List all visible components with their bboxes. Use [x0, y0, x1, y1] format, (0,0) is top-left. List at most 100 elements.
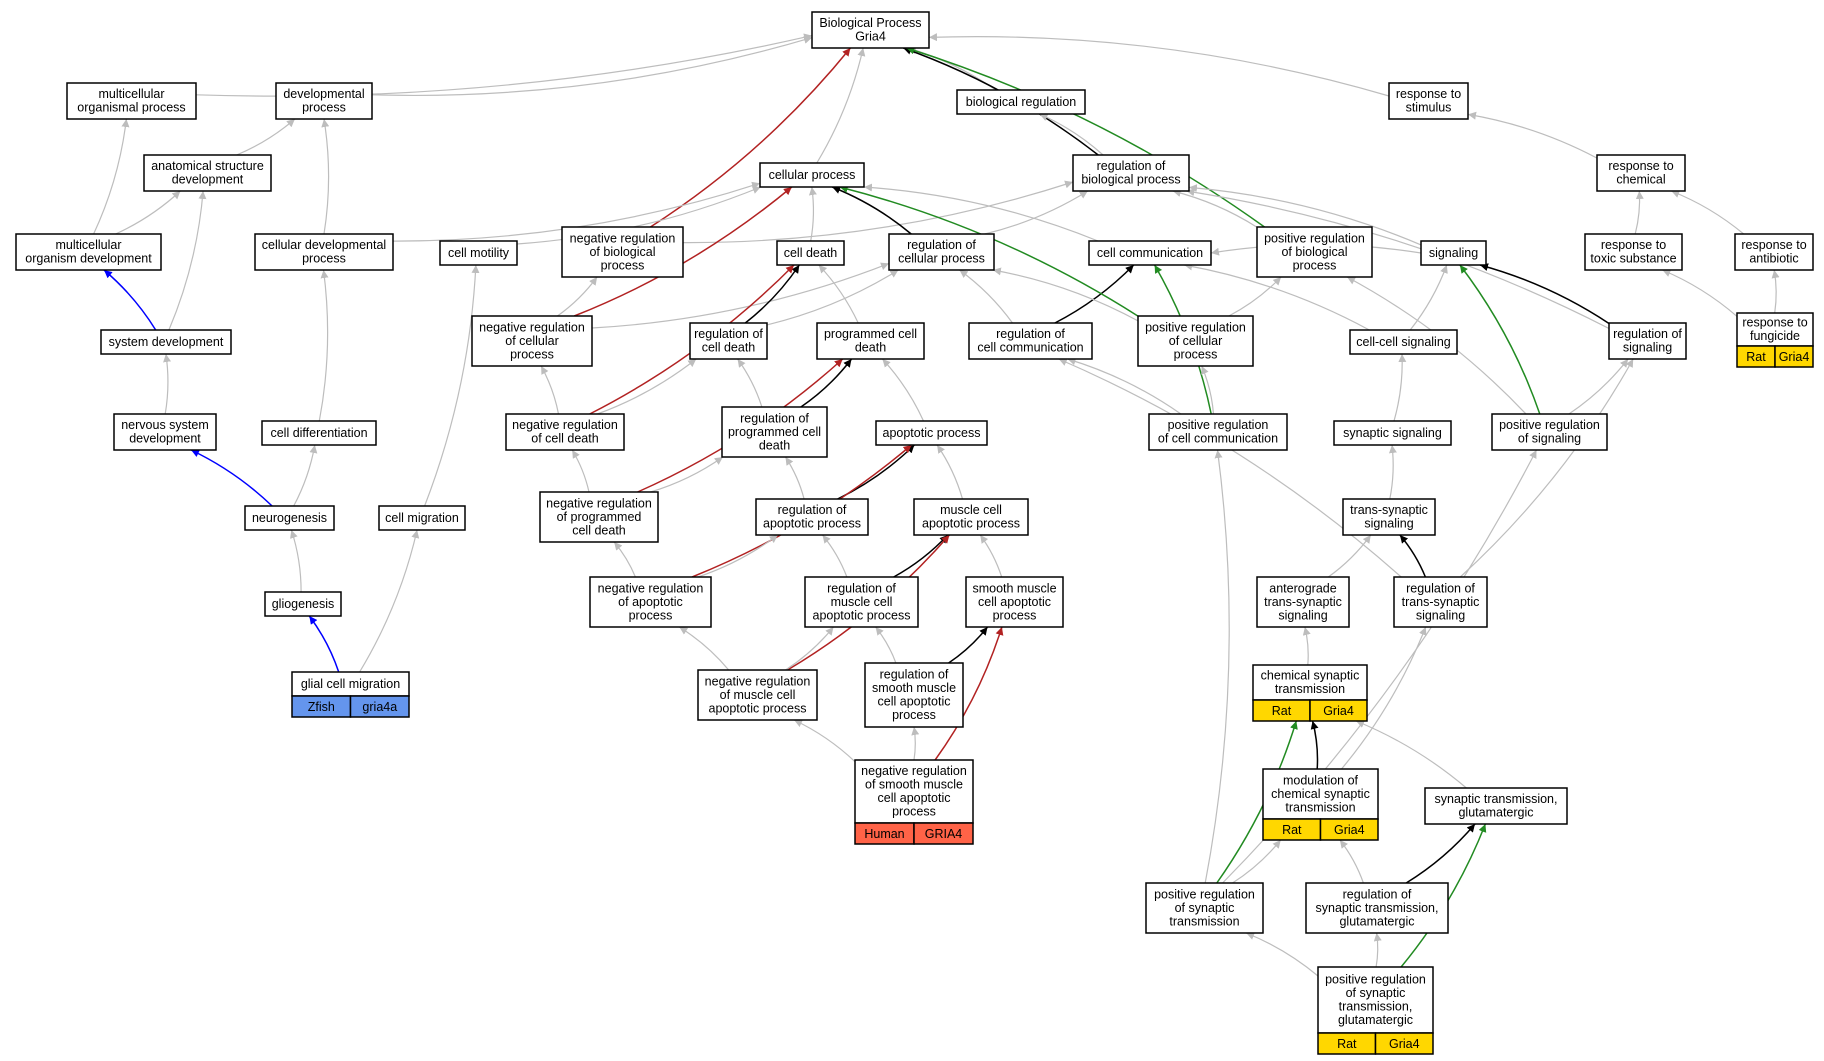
node-box — [1349, 329, 1458, 355]
node-box — [854, 759, 974, 824]
go-term-node-glio[interactable]: gliogenesis — [264, 591, 342, 617]
node-label-line: regulation of — [907, 238, 976, 252]
edge-nrap-to-nrpcd — [613, 541, 636, 578]
go-term-node-cp[interactable]: cellular process — [759, 162, 865, 188]
go-term-node-ap[interactable]: apoptotic process — [875, 420, 988, 446]
go-term-node-cm[interactable]: cell motility — [439, 240, 518, 266]
edge-prstg-to-stg — [1400, 823, 1487, 968]
node-label-line: response to — [1396, 87, 1461, 101]
go-term-node-stg[interactable]: synaptic transmission,glutamatergic — [1424, 787, 1568, 825]
node-box — [439, 240, 518, 266]
go-term-node-sig[interactable]: signaling — [1420, 240, 1487, 266]
go-term-node-cmig[interactable]: cell migration — [378, 505, 466, 531]
node-label-line: transmission — [1275, 682, 1345, 696]
node-label-line: programmed cell — [824, 327, 917, 341]
node-box — [804, 576, 919, 628]
go-term-node-cc[interactable]: cell communication — [1088, 240, 1212, 266]
node-label-line: chemical synaptic — [1271, 787, 1370, 801]
edge-nrmcap-to-nrap — [678, 626, 730, 671]
node-label-line: cell apoptotic — [878, 791, 951, 805]
species-tag-label: Rat — [1337, 1037, 1357, 1051]
species-tag-label: Human — [864, 827, 904, 841]
edge-prcp-to-prbp — [1228, 276, 1282, 317]
node-box — [1424, 787, 1568, 825]
node-label-line: cellular process — [898, 252, 985, 266]
node-label-line: negative regulation — [479, 320, 585, 334]
edge-ap-to-pcd — [881, 358, 925, 422]
species-tag-cell — [1774, 345, 1814, 368]
go-term-node-cdiff[interactable]: cell differentiation — [261, 420, 377, 446]
node-label-line: smooth muscle — [972, 581, 1056, 595]
edge-nrcd-to-nrcp — [540, 365, 560, 415]
species-tag-cell — [1319, 818, 1379, 841]
node-label-line: of synaptic — [1175, 901, 1235, 915]
node-label-line: positive regulation — [1168, 418, 1269, 432]
node-label-line: development — [172, 173, 244, 187]
edge-rsig-to-rbp — [1186, 188, 1610, 330]
node-label-line: regulation of — [1613, 327, 1682, 341]
node-label-line: response to — [1742, 316, 1807, 330]
node-label-line: transmission — [1285, 800, 1355, 814]
go-term-node-breg[interactable]: biological regulation — [956, 89, 1086, 115]
species-tag-cell — [913, 822, 974, 845]
go-term-node-ccs[interactable]: cell-cell signaling — [1349, 329, 1458, 355]
go-term-node-cd[interactable]: cell death — [776, 240, 845, 266]
go-term-node-ss[interactable]: synaptic signaling — [1333, 420, 1452, 446]
node-box — [264, 591, 342, 617]
node-label-line: positive regulation — [1325, 973, 1426, 987]
go-term-node-neur[interactable]: neurogenesis — [244, 505, 335, 531]
edge-nrmcap-to-rmcap — [785, 626, 834, 671]
node-box — [1596, 154, 1686, 192]
edge-cm-to-cp — [516, 186, 761, 245]
node-box — [816, 322, 925, 360]
go-term-node-sd[interactable]: system development — [100, 329, 232, 355]
edge-asd-to-dp — [236, 118, 296, 156]
node-label-line: synaptic signaling — [1343, 426, 1442, 440]
